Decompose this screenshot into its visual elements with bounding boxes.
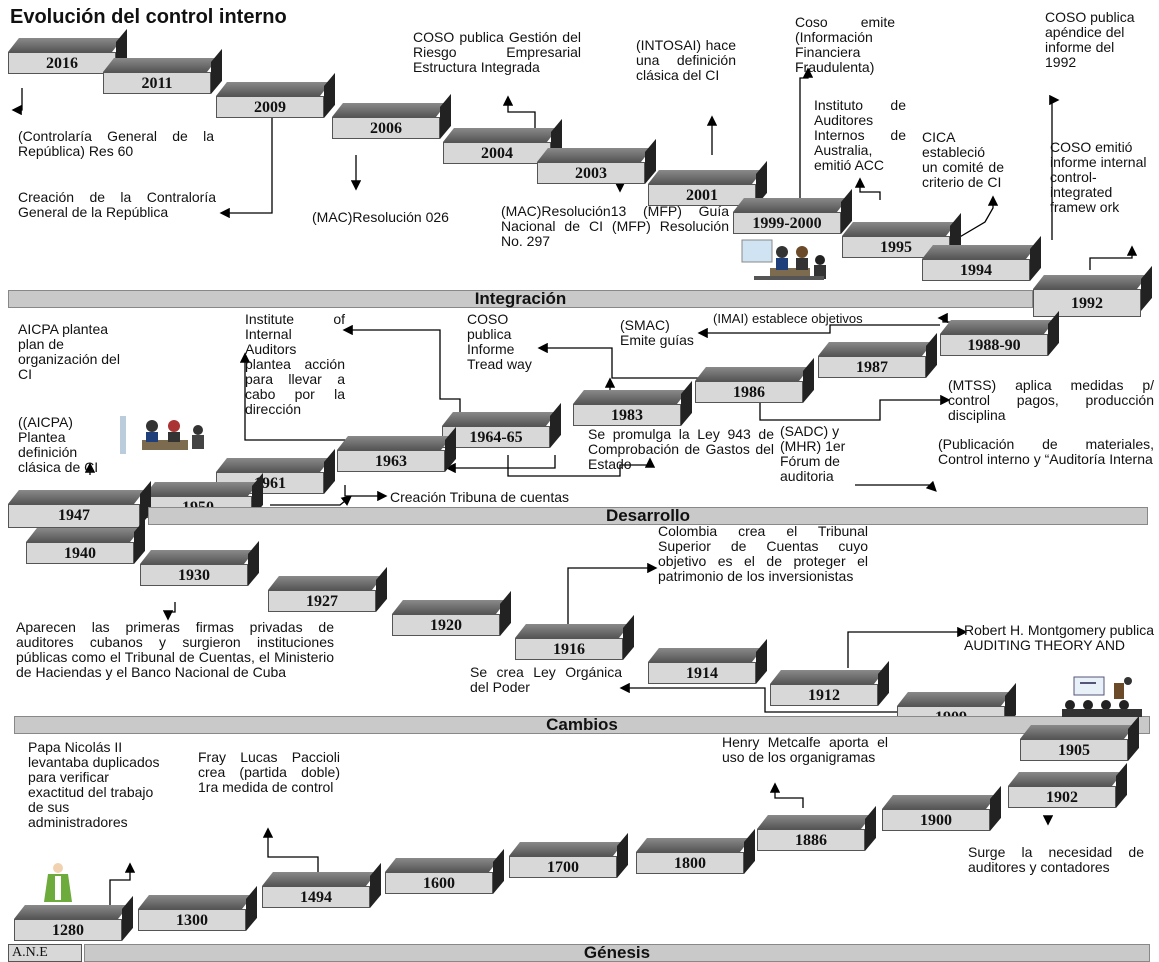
- note-coso-gestion: COSO publica Gestión del Riesgo Empresar…: [413, 29, 581, 75]
- connector-1494: [262, 827, 319, 873]
- step-1964-65: 1964-65: [442, 402, 561, 450]
- band-integracion: Integración: [8, 290, 1033, 308]
- connector-1927: [162, 602, 176, 621]
- step-1494: 1494: [262, 862, 381, 910]
- step-1992: 1992: [1033, 265, 1152, 317]
- note-ley-organica: Se crea Ley Orgánica del Poder: [470, 664, 622, 695]
- note-mtss: (MTSS) aplica medidas p/ control pagos, …: [948, 377, 1154, 423]
- step-1905: 1905: [1020, 715, 1139, 763]
- note-aicpa-def: ((AICPA) Plantea definición clásica de C…: [18, 414, 99, 475]
- step-1800: 1800: [636, 828, 755, 876]
- step-1983: 1983: [573, 380, 692, 428]
- step-1930: 1930: [140, 540, 259, 588]
- note-metcalfe: Henry Metcalfe aporta el uso de los orga…: [722, 734, 888, 765]
- connector-2011: [219, 115, 273, 219]
- step-1902: 1902: [1008, 762, 1127, 810]
- lecture-illustration: [1062, 676, 1142, 717]
- connector-1999: [799, 67, 814, 210]
- note-iia: Institute of Internal Auditors plantea a…: [245, 311, 345, 417]
- note-coso-fraud: Coso emite (Información Financiera Fraud…: [795, 14, 895, 75]
- step-1986: 1986: [695, 357, 814, 405]
- step-1995: 1995: [842, 212, 961, 260]
- note-aicpa-plan: AICPA plantea plan de organización del C…: [18, 321, 120, 382]
- note-ley943: Se promulga la Ley 943 de Comprobación d…: [588, 426, 774, 472]
- connector-1280: [109, 862, 136, 905]
- note-surge: Surge la necesidad de auditores y contad…: [968, 844, 1144, 875]
- connector-1999b: [854, 177, 881, 200]
- note-firmas: Aparecen las primeras firmas privadas de…: [16, 619, 334, 680]
- band-cambios: Cambios: [14, 716, 1150, 734]
- band-desarrollo: Desarrollo: [148, 507, 1148, 525]
- step-1916: 1916: [515, 614, 634, 662]
- note-australia: Instituto de Auditores Internos de Austr…: [814, 97, 906, 173]
- connector-1912: [847, 626, 968, 668]
- band-genesis: Génesis: [84, 944, 1150, 962]
- pope-illustration: [44, 863, 72, 902]
- note-creacion-contraloria: Creación de la Contraloría General de la…: [18, 189, 216, 220]
- connector-1886: [769, 782, 804, 808]
- step-2003: 2003: [537, 138, 656, 186]
- step-2011: 2011: [103, 48, 222, 96]
- step-1988-90: 1988-90: [940, 310, 1059, 358]
- meeting-illustration: [741, 239, 826, 280]
- note-sadc: (SADC) y (MHR) 1er Fórum de auditoria: [780, 423, 846, 484]
- connector-2004: [502, 95, 536, 128]
- note-cica: CICA estableció un comité de criterio de…: [922, 129, 1004, 190]
- step-1280: 1280: [14, 895, 133, 943]
- step-2006: 2006: [332, 93, 451, 141]
- note-coso-apendice: COSO publica apéndice del informe del 19…: [1045, 9, 1135, 70]
- connector-1963b: [855, 480, 937, 492]
- connector-1961: [445, 455, 556, 474]
- note-papa: Papa Nicolás II levantaba duplicados par…: [28, 739, 160, 830]
- note-publicacion: (Publicación de materiales, Control inte…: [938, 436, 1154, 467]
- note-colombia: Colombia crea el Tribunal Superior de Cu…: [658, 523, 868, 584]
- step-1914: 1914: [648, 638, 767, 686]
- connector-1987: [697, 324, 940, 339]
- note-tribuna: Creación Tribuna de cuentas: [390, 489, 569, 505]
- step-1900: 1900: [882, 785, 1001, 833]
- note-imai: (IMAI) establece objetivos: [713, 311, 863, 326]
- note-montgomery: Robert H. Montgomery publica AUDITING TH…: [964, 622, 1154, 653]
- note-coso-treadway: COSO publica Informe Tread way: [467, 311, 532, 372]
- connector-1950: [344, 485, 388, 502]
- step-1963: 1963: [337, 426, 456, 474]
- page-title: Evolución del control interno: [10, 6, 287, 28]
- step-1600: 1600: [385, 848, 504, 896]
- step-2016: 2016: [8, 28, 127, 76]
- step-1912: 1912: [770, 660, 889, 708]
- step-1300: 1300: [138, 885, 257, 933]
- step-2001: 2001: [648, 160, 767, 208]
- note-smac: (SMAC) Emite guías: [620, 317, 694, 348]
- step-1994: 1994: [922, 235, 1041, 283]
- note-intosai: (INTOSAI) hace una definición clásica de…: [636, 37, 736, 83]
- step-1886: 1886: [757, 805, 876, 853]
- step-1927: 1927: [268, 566, 387, 614]
- office-illustration: [120, 416, 204, 454]
- corner-mark: A.N.E: [8, 944, 82, 962]
- step-1987: 1987: [818, 332, 937, 380]
- connector-1992: [1089, 245, 1138, 270]
- note-contraloria-res: (Controlaría General de la República) Re…: [18, 128, 214, 159]
- note-mac-13: (MAC)Resolución13 (MFP) Guía Nacional de…: [501, 203, 729, 249]
- connector-1964: [342, 324, 461, 415]
- step-1700: 1700: [509, 832, 628, 880]
- step-1940: 1940: [26, 518, 145, 566]
- note-paccioli: Fray Lucas Paccioli crea (partida doble)…: [198, 749, 340, 795]
- step-1947: 1947: [8, 480, 151, 528]
- note-coso-informe: COSO emitió informe internal control-int…: [1050, 139, 1147, 215]
- step-1920: 1920: [392, 590, 511, 638]
- step-1999-2000: 1999-2000: [733, 188, 852, 236]
- note-mac-026: (MAC)Resolución 026: [312, 209, 449, 225]
- connector-1995: [957, 195, 999, 239]
- connector-1916: [567, 562, 658, 628]
- step-2009: 2009: [216, 72, 335, 120]
- connector-1950b: [270, 495, 353, 506]
- connector-2016: [11, 88, 23, 116]
